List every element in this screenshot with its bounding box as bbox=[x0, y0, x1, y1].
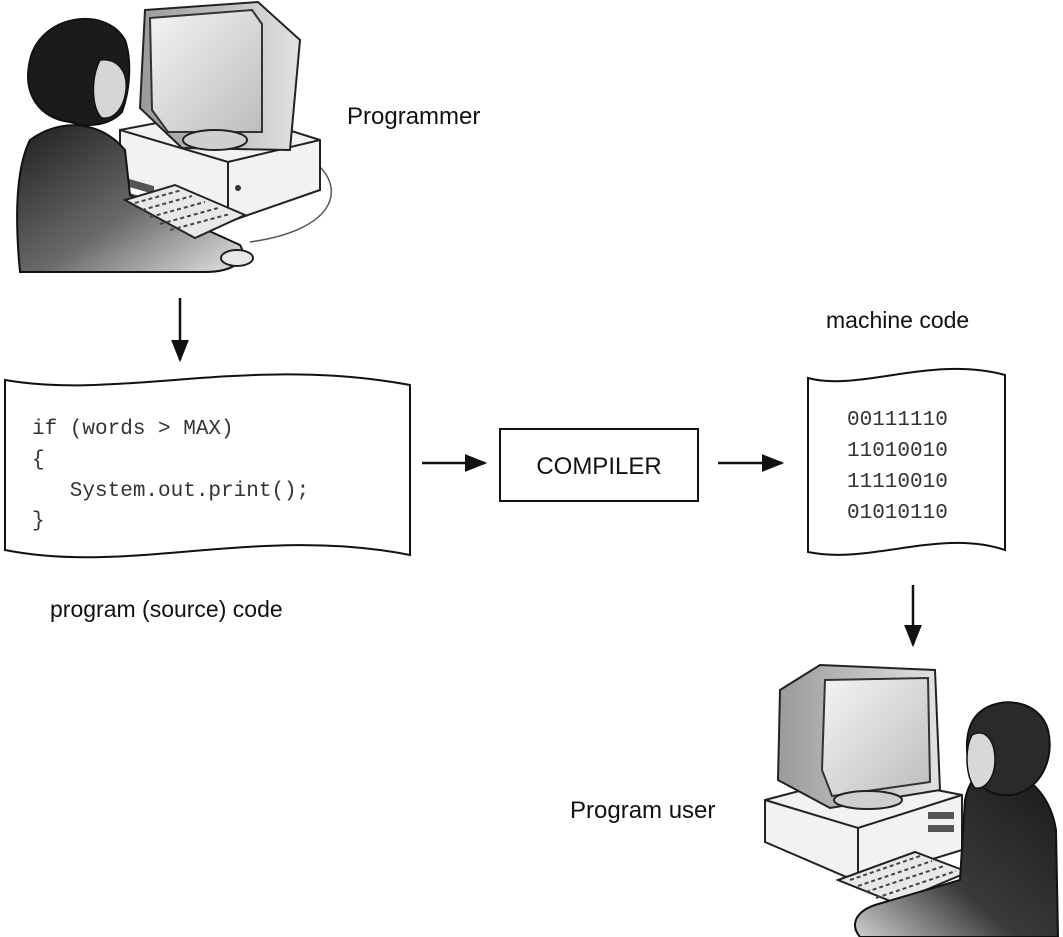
machine-line: 11110010 bbox=[847, 471, 948, 494]
compiler-box bbox=[499, 428, 699, 502]
machine-code-lines: 00111110 11010010 11110010 01010110 bbox=[847, 409, 948, 525]
source-line: } bbox=[32, 510, 45, 533]
keyboard bbox=[122, 183, 248, 240]
machine-line: 01010110 bbox=[847, 502, 948, 525]
machine-code-label: machine code bbox=[826, 307, 969, 333]
machine-code-document bbox=[807, 367, 1006, 556]
source-line: System.out.print(); bbox=[32, 480, 309, 503]
program-user-label: Program user bbox=[570, 797, 715, 824]
source-line: { bbox=[32, 449, 45, 472]
computer-monitor bbox=[776, 663, 942, 810]
mouse-cable bbox=[249, 164, 333, 243]
source-code-label: program (source) code bbox=[50, 596, 283, 622]
source-line: if (words > MAX) bbox=[32, 418, 234, 441]
programmer-label: Programmer bbox=[347, 103, 480, 130]
computer-monitor bbox=[138, 0, 302, 152]
compiler-label: COMPILER bbox=[536, 453, 661, 480]
source-code-lines: if (words > MAX) { System.out.print(); } bbox=[32, 418, 309, 533]
machine-line: 00111110 bbox=[847, 409, 948, 432]
program-user-illustration bbox=[764, 663, 1060, 937]
machine-line: 11010010 bbox=[847, 440, 948, 463]
source-code-document bbox=[4, 373, 411, 559]
mouse bbox=[220, 249, 254, 267]
programmer-illustration bbox=[16, 0, 333, 273]
